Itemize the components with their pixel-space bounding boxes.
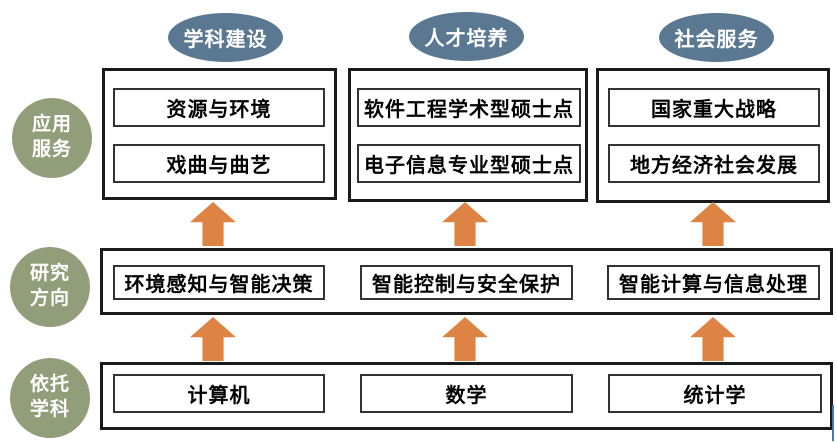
group-box-talent-cultivation: 软件工程学术型硕士点 电子信息专业型硕士点 — [348, 68, 588, 202]
item-box: 数学 — [360, 374, 573, 413]
circle-research-direction: 研究 方向 — [10, 247, 90, 327]
circle-supporting-discipline: 依托 学科 — [10, 358, 90, 438]
up-arrow-icon — [190, 317, 236, 361]
up-arrow-icon — [442, 317, 488, 361]
circle-application-service: 应用 服务 — [12, 98, 92, 178]
ellipse-discipline-construction: 学科建设 — [168, 13, 283, 62]
ellipse-talent-cultivation: 人才培养 — [409, 12, 524, 61]
item-box: 软件工程学术型硕士点 — [357, 88, 581, 127]
group-box-social-service: 国家重大战略 地方经济社会发展 — [596, 68, 830, 203]
item-box: 戏曲与曲艺 — [113, 144, 325, 183]
item-box: 智能控制与安全保护 — [360, 265, 573, 300]
item-box: 智能计算与信息处理 — [607, 265, 820, 300]
item-box: 计算机 — [113, 374, 325, 413]
item-box: 电子信息专业型硕士点 — [357, 144, 581, 183]
item-box: 统计学 — [608, 374, 822, 413]
item-box: 资源与环境 — [113, 88, 325, 127]
up-arrow-icon — [190, 202, 236, 246]
group-box-supporting-disciplines: 计算机 数学 统计学 — [100, 362, 833, 430]
group-box-research-directions: 环境感知与智能决策 智能控制与安全保护 智能计算与信息处理 — [100, 248, 833, 315]
item-box: 地方经济社会发展 — [608, 144, 820, 183]
item-box: 环境感知与智能决策 — [113, 265, 325, 300]
up-arrow-icon — [690, 202, 736, 246]
ellipse-social-service: 社会服务 — [659, 13, 774, 62]
up-arrow-icon — [442, 202, 488, 246]
up-arrow-icon — [690, 317, 736, 361]
group-box-discipline-construction: 资源与环境 戏曲与曲艺 — [102, 68, 337, 200]
text-cursor — [832, 405, 834, 441]
item-box: 国家重大战略 — [608, 88, 820, 127]
